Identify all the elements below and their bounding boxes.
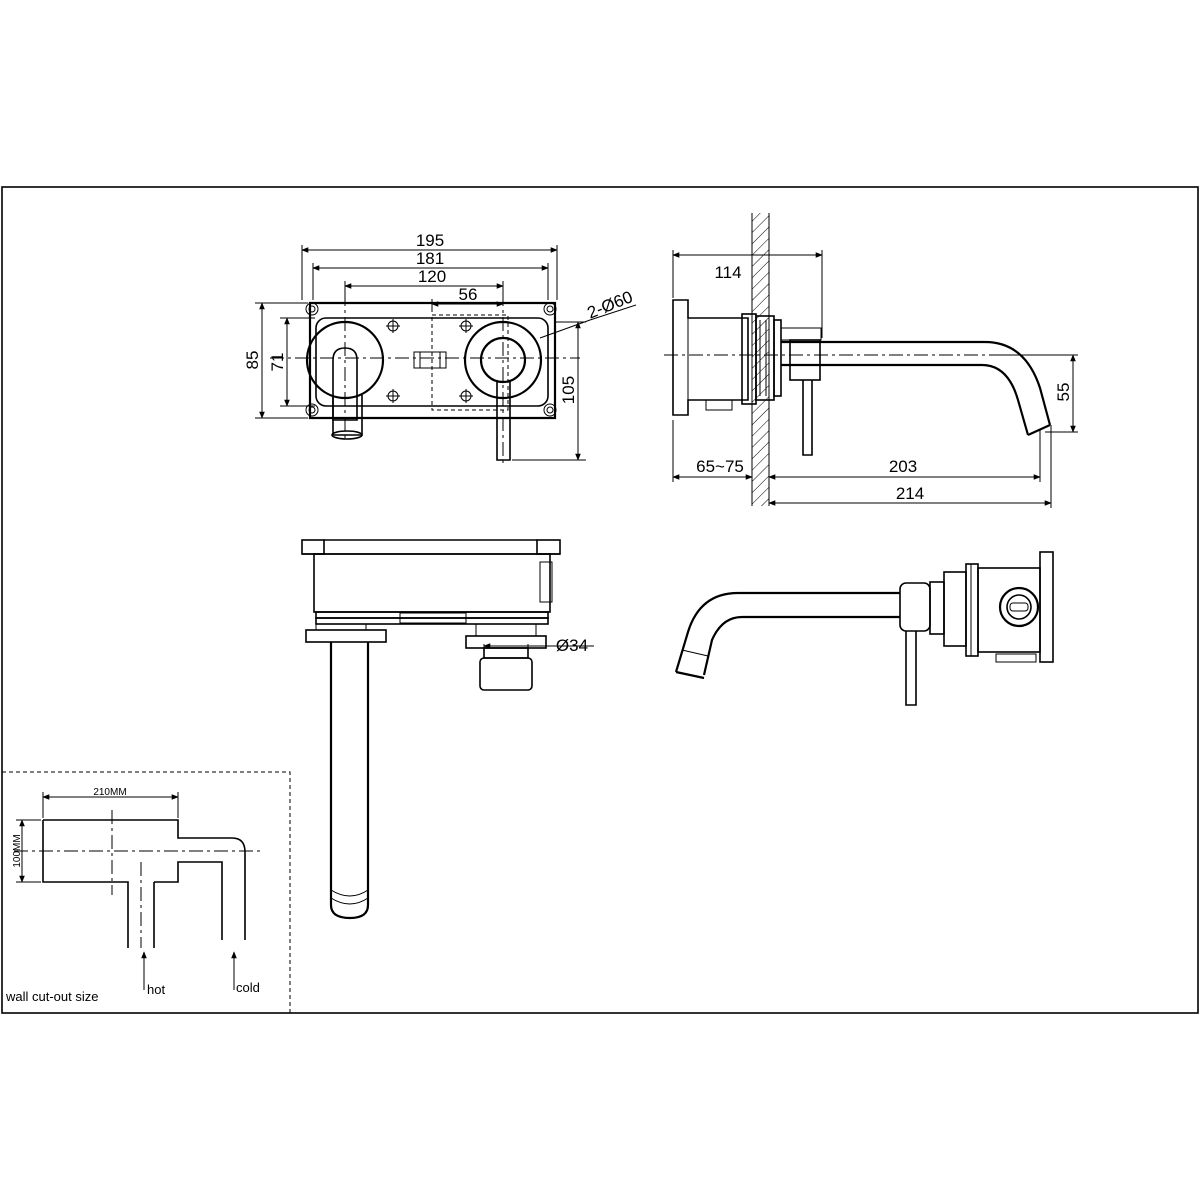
drawing-frame [1,186,1199,1014]
dim-56: 56 [459,285,478,304]
rear-view [674,551,1054,706]
dim-55: 55 [1054,383,1073,402]
dim-181: 181 [416,249,444,268]
dim-71: 71 [268,353,287,372]
dim-214: 214 [896,484,924,503]
cutout-caption: wall cut-out size [5,989,98,1004]
front-view: 195 181 120 56 85 71 105 2-Ø60 [243,231,637,465]
front-height-dims [255,302,637,461]
dim-120: 120 [418,267,446,286]
hot-label: hot [147,982,165,997]
dim-85: 85 [243,351,262,370]
cold-label: cold [236,980,260,995]
spout-rear [674,591,900,676]
front-width-dims [301,245,558,312]
side-view: 114 65~75 203 214 55 [664,213,1078,508]
spout-side [781,340,1052,436]
dim-dia34: Ø34 [556,636,588,655]
spout-top [329,642,370,920]
cutout-outline [42,819,246,948]
dim-105: 105 [559,376,578,404]
top-view: Ø34 [301,539,594,920]
dim-195: 195 [416,231,444,250]
box-body-top [313,553,551,613]
cutout-height-label: 100MM [12,834,23,867]
dim-65-75: 65~75 [696,457,744,476]
dim-203: 203 [889,457,917,476]
knurled-handle-top [479,657,533,691]
dim-2-dia60: 2-Ø60 [584,287,635,322]
screw-marks [386,319,473,403]
dim-114: 114 [714,263,741,282]
cutout-panel: 210MM 100MM hot cold wall cut-out size [2,771,291,1013]
cutout-width-label: 210MM [93,787,126,798]
